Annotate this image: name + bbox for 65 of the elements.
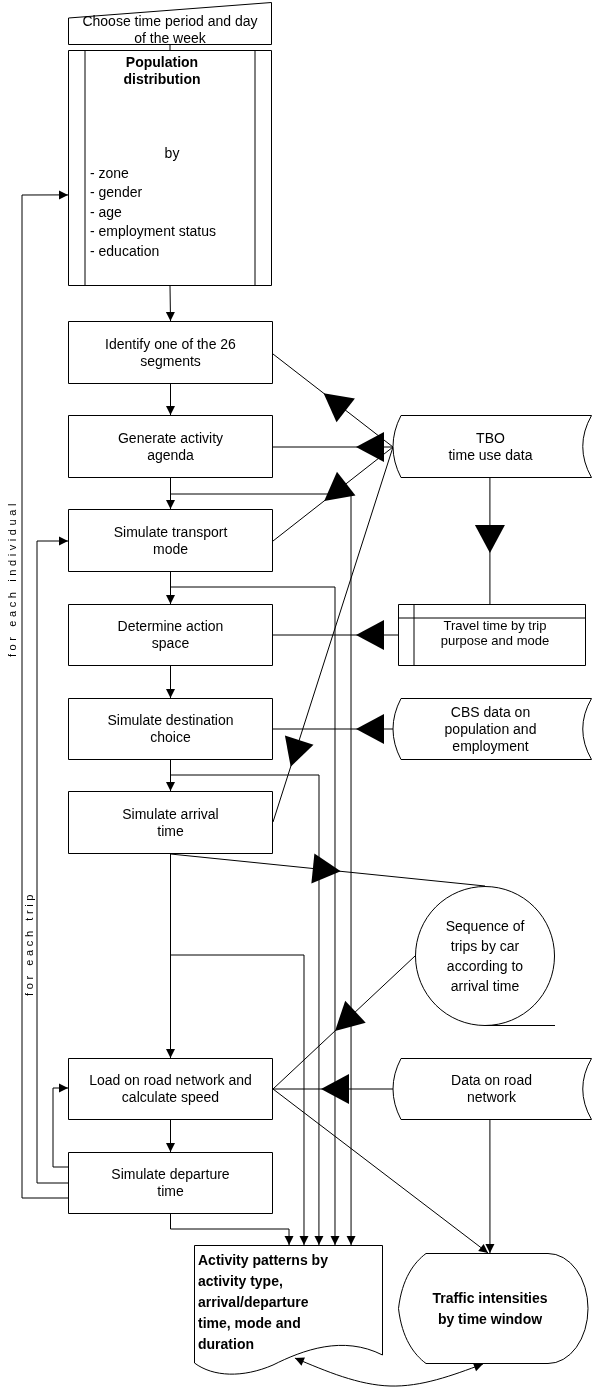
list-item: - education xyxy=(90,241,161,261)
arrow xyxy=(272,714,394,744)
connector-line xyxy=(169,44,171,51)
arrow xyxy=(272,620,399,650)
node-label: Data on road network xyxy=(450,1072,533,1106)
arrow xyxy=(170,853,486,887)
arrow xyxy=(36,536,69,1184)
stored-data-shape xyxy=(393,698,592,760)
list-item: - zone xyxy=(90,163,130,183)
arrow xyxy=(485,1119,495,1254)
node-label: TBO xyxy=(475,429,506,447)
process-box xyxy=(68,791,273,854)
double-arrow xyxy=(294,1357,484,1387)
process-box xyxy=(68,604,273,666)
arrow xyxy=(166,383,175,416)
internal-storage-box xyxy=(398,604,586,666)
arrow xyxy=(272,955,416,1090)
process-box xyxy=(68,1152,273,1214)
arrow xyxy=(166,665,175,699)
list-item: - gender xyxy=(90,183,144,202)
arrow xyxy=(170,1213,294,1246)
document-shape xyxy=(194,1245,383,1375)
arrow xyxy=(272,446,394,823)
loop-label: for each individual xyxy=(7,499,19,657)
arrow xyxy=(272,1074,394,1104)
predefined-process-box xyxy=(68,50,272,286)
process-box xyxy=(68,509,273,572)
list-item: - employment status xyxy=(90,222,218,241)
node-label: by xyxy=(163,144,181,163)
display-shape xyxy=(398,1253,588,1364)
node-label: Identify one of the 26 segments xyxy=(104,335,237,370)
arrow xyxy=(272,1088,489,1254)
manual-input-shape xyxy=(68,2,272,45)
list-item: - age xyxy=(90,202,123,222)
node-label: Activity patterns by activity type, arrival/departure time, mode and duration xyxy=(198,1251,329,1354)
process-box xyxy=(68,698,273,760)
arrow xyxy=(166,1119,175,1153)
sequential-storage-circle xyxy=(415,886,555,1026)
arrow xyxy=(165,285,175,322)
node-label: Sequence of trips by car according to arrival time xyxy=(444,917,526,996)
process-box xyxy=(68,415,273,478)
process-box xyxy=(68,321,273,384)
node-label: Choose time period and day of the week xyxy=(82,12,258,47)
node-label: Simulate destination choice xyxy=(106,712,235,746)
node-label: Traffic intensities by time window xyxy=(431,1288,549,1329)
node-label: time use data xyxy=(447,446,534,464)
arrow xyxy=(474,477,505,605)
node-label: CBS data on population and employment xyxy=(443,703,538,755)
arrow xyxy=(272,353,394,448)
node-label: Travel time by trip purpose and mode xyxy=(439,618,551,648)
arrow xyxy=(21,190,69,1199)
loop-label: for each trip xyxy=(24,890,35,996)
node-heading: Population distribution xyxy=(122,54,202,88)
node-label: Generate activity agenda xyxy=(116,429,225,464)
node-label: Simulate departure time xyxy=(110,1166,231,1200)
node-label: Simulate arrival time xyxy=(121,805,220,840)
stored-data-shape xyxy=(393,1058,592,1120)
arrow xyxy=(272,446,394,542)
arrow xyxy=(52,1083,69,1168)
node-label: Simulate transport mode xyxy=(112,523,229,558)
process-box xyxy=(68,1058,273,1120)
arrow xyxy=(272,432,394,462)
node-label: Load on road network and calculate speed xyxy=(88,1072,253,1106)
stored-data-shape xyxy=(393,415,592,478)
node-label: Determine action space xyxy=(116,618,225,652)
